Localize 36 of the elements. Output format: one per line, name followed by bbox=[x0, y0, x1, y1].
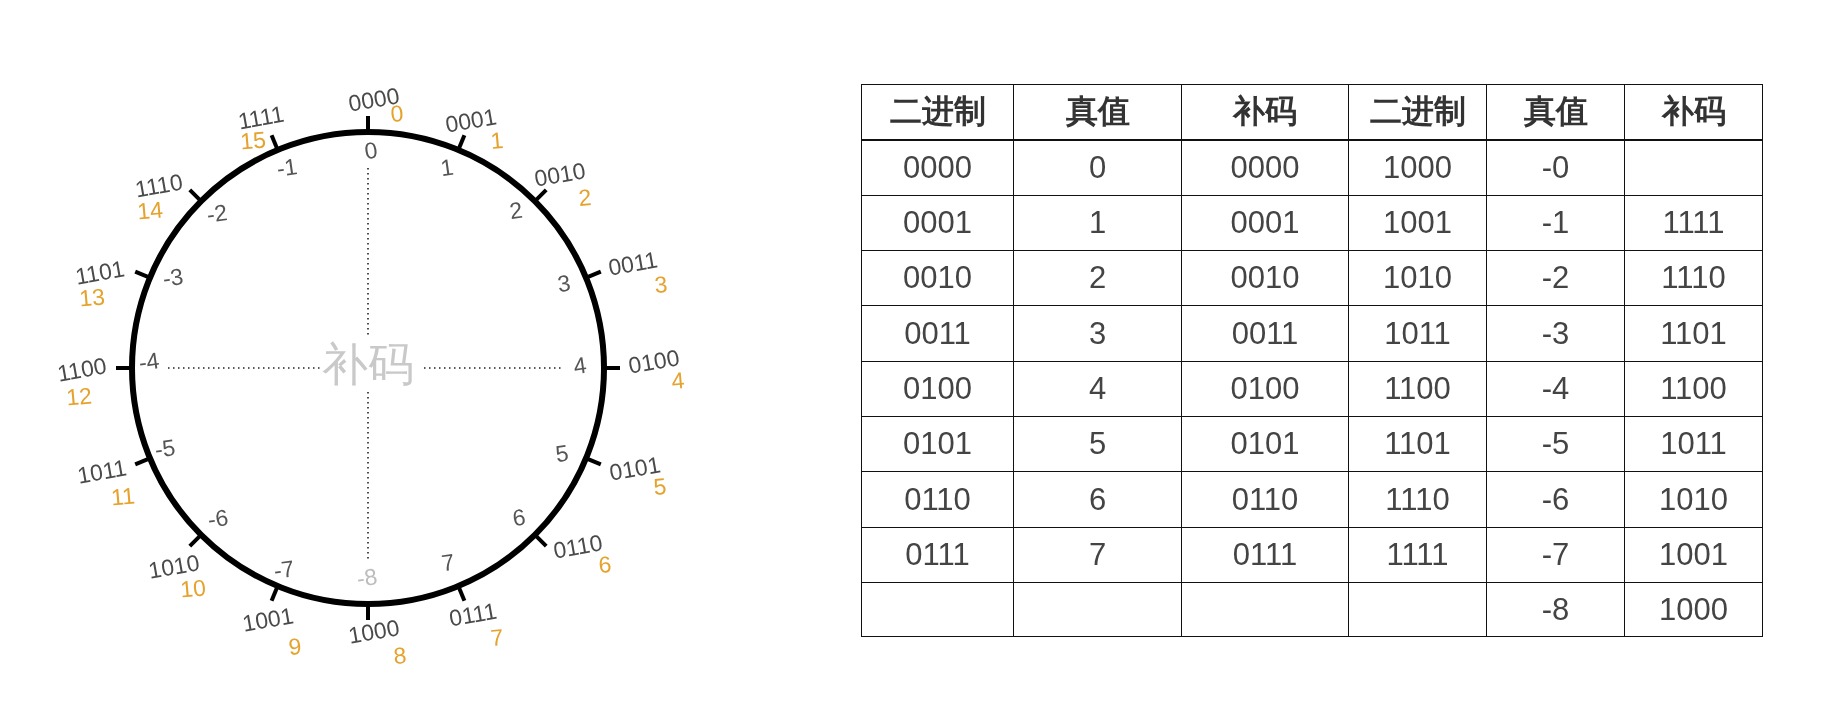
value-label: 5 bbox=[554, 441, 570, 467]
value-label: -7 bbox=[272, 557, 296, 583]
value-label: -6 bbox=[206, 506, 230, 532]
table-cell: 1000 bbox=[1624, 582, 1763, 637]
column-header: 真值 bbox=[1013, 84, 1182, 141]
index-number: 10 bbox=[179, 576, 207, 602]
index-number: 4 bbox=[670, 369, 686, 393]
column-header: 二进制 bbox=[861, 84, 1014, 141]
value-label: -4 bbox=[137, 349, 161, 375]
index-number: 12 bbox=[65, 384, 93, 410]
column-header: 真值 bbox=[1486, 84, 1625, 141]
column-header: 二进制 bbox=[1348, 84, 1487, 141]
value-label: 6 bbox=[511, 505, 527, 531]
binary-label: 1001 bbox=[240, 604, 296, 636]
index-number: 3 bbox=[653, 273, 669, 297]
value-label: -1 bbox=[275, 155, 299, 181]
value-label: 3 bbox=[556, 271, 572, 297]
value-label: 7 bbox=[440, 550, 456, 576]
index-number: 1 bbox=[489, 129, 505, 153]
value-label: -5 bbox=[153, 436, 177, 462]
column-header: 补码 bbox=[1181, 84, 1349, 141]
value-label: 4 bbox=[572, 353, 588, 379]
value-label: -3 bbox=[161, 265, 185, 291]
index-number: 5 bbox=[652, 475, 668, 499]
index-number: 2 bbox=[577, 186, 593, 210]
index-number: 15 bbox=[239, 128, 267, 154]
value-label: -8 bbox=[355, 565, 379, 591]
value-label: 2 bbox=[508, 198, 524, 224]
binary-label: 1100 bbox=[55, 354, 109, 386]
index-number: 9 bbox=[287, 635, 303, 659]
value-label: -2 bbox=[205, 201, 229, 227]
column-header: 补码 bbox=[1624, 84, 1763, 141]
value-label: 1 bbox=[439, 155, 455, 181]
index-number: 7 bbox=[489, 626, 505, 650]
index-number: 6 bbox=[597, 553, 613, 577]
value-label: 0 bbox=[363, 138, 379, 164]
